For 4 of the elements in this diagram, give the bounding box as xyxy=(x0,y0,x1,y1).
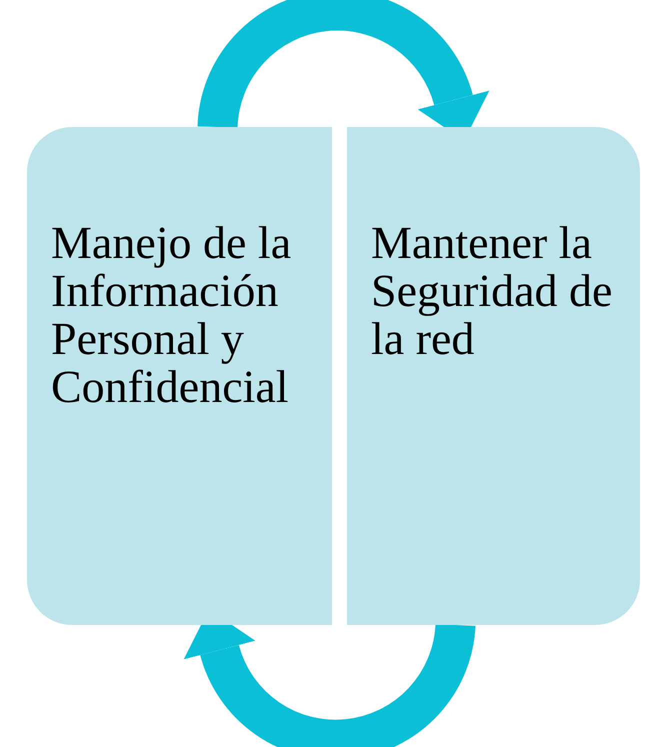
panel-label: Manejo de la Información Personal y Confidencial xyxy=(51,219,292,411)
panel-label: Mantener la Seguridad de la red xyxy=(371,219,614,363)
process-panel xyxy=(27,127,332,625)
process-panel xyxy=(347,127,640,625)
